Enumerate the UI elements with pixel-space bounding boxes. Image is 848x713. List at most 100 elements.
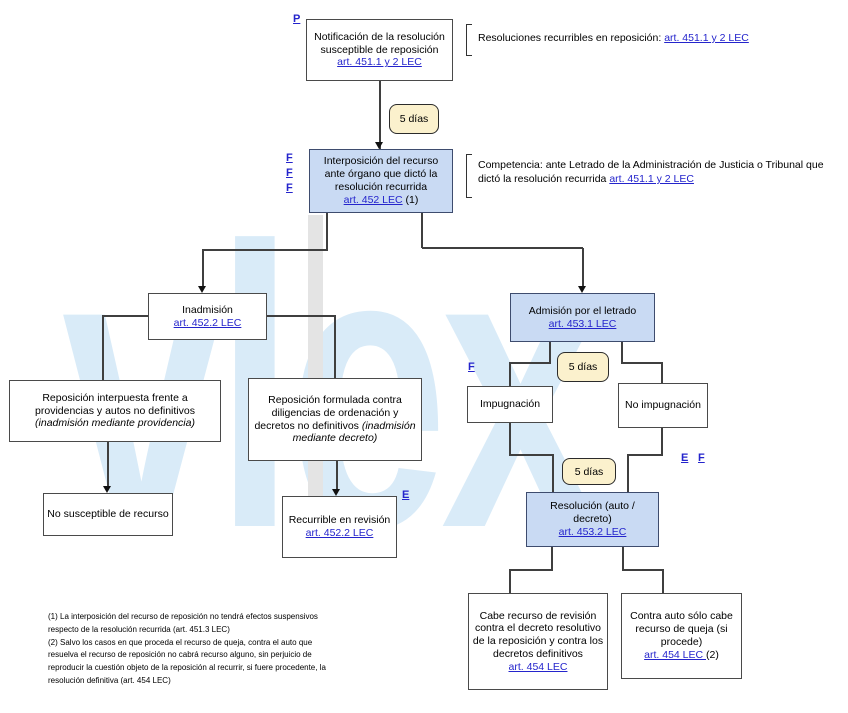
node-no-susceptible: No susceptible de recurso — [43, 493, 173, 536]
connector-line — [661, 428, 663, 456]
note-recurribles: Resoluciones recurribles en reposición: … — [478, 31, 838, 45]
connector-line — [551, 547, 553, 571]
connector-line — [509, 569, 553, 571]
node-cabe-revision-link[interactable]: art. 454 LEC — [508, 660, 568, 673]
connector-line — [549, 342, 551, 364]
arrow-down-icon — [332, 489, 340, 496]
footnote-line: (2) Salvo los casos en que proceda el re… — [48, 637, 313, 647]
node-contra-auto-link[interactable]: art. 454 LEC — [644, 648, 707, 661]
node-cabe-revision-text: Cabe recurso de revisión contra el decre… — [472, 609, 604, 660]
node-contra-auto-text: Contra auto sólo cabe recurso de queja (… — [630, 610, 733, 648]
node-reposicion-decretos: Reposición formulada contra diligencias … — [248, 378, 422, 461]
footnote-line: reproducir la cuestión objeto de la repo… — [48, 663, 326, 673]
badge-5-dias-2: 5 días — [557, 352, 609, 382]
node-recurrible-link[interactable]: art. 452.2 LEC — [305, 527, 374, 539]
badge-5-dias-1: 5 días — [389, 104, 439, 134]
link-f-3[interactable]: F — [286, 182, 293, 194]
node-contra-auto: Contra auto sólo cabe recurso de queja (… — [621, 593, 742, 679]
connector-line — [509, 454, 554, 456]
connector-line — [326, 213, 328, 250]
link-f-2[interactable]: F — [286, 167, 293, 179]
bracket-shape — [466, 154, 472, 198]
footnote-line: (1) La interposición del recurso de repo… — [48, 612, 318, 621]
footnote-line: respecto de la resolución recurrida (art… — [48, 624, 230, 634]
connector-line — [422, 247, 583, 249]
connector-line — [421, 213, 423, 248]
connector-line — [622, 569, 664, 571]
connector-line — [621, 362, 663, 364]
node-reposicion-providencias: Reposición interpuesta frente a providen… — [9, 380, 221, 442]
node-cabe-revision: Cabe recurso de revisión contra el decre… — [468, 593, 608, 690]
node-no-impugnacion: No impugnación — [618, 383, 708, 428]
node-recurrible-text: Recurrible en revisión — [288, 514, 391, 527]
connector-line — [662, 570, 664, 593]
note-recurribles-link[interactable]: art. 451.1 y 2 LEC — [664, 32, 749, 44]
arrow-down-icon — [103, 486, 111, 493]
connector-line — [336, 461, 338, 489]
link-p[interactable]: P — [293, 13, 301, 25]
arrow-down-icon — [375, 142, 383, 149]
node-reposicion-decretos-text: Reposición formulada contra diligencias … — [252, 394, 418, 445]
note-recurribles-text: Resoluciones recurribles en reposición: — [478, 32, 665, 44]
connector-line — [552, 455, 554, 492]
connector-line — [622, 547, 624, 571]
node-notificacion-link[interactable]: art. 451.1 y 2 LEC — [337, 56, 422, 69]
node-resolucion-text: Resolución (auto / decreto) — [550, 500, 635, 526]
connector-line — [102, 315, 148, 317]
connector-line — [627, 454, 663, 456]
node-recurrible: Recurrible en revisión art. 452.2 LEC — [282, 496, 397, 558]
connector-line — [379, 81, 381, 149]
node-inadmision-text: Inadmisión — [182, 303, 233, 316]
connector-line — [107, 442, 109, 486]
node-reposicion-decretos-main: Reposición formulada contra diligencias … — [254, 393, 402, 432]
node-reposicion-decretos-italic: (inadmisión mediante decreto) — [292, 419, 416, 445]
node-resolucion: Resolución (auto / decreto) art. 453.2 L… — [526, 492, 659, 547]
bracket-shape — [466, 24, 472, 56]
node-interposicion-link[interactable]: art. 452 LEC — [343, 193, 403, 206]
node-notificacion-text: Notificación de la resolución susceptibl… — [314, 30, 445, 56]
footnote-line: resuelva el recurso de reposición no cab… — [48, 650, 312, 660]
connector-line — [661, 363, 663, 383]
connector-line — [509, 570, 511, 593]
link-e-resolucion[interactable]: E — [681, 452, 689, 464]
footnotes: (1) La interposición del recurso de repo… — [48, 611, 393, 688]
connector-line — [267, 315, 336, 317]
connector-line — [509, 423, 511, 456]
node-admision-text: Admisión por el letrado — [528, 304, 637, 317]
connector-line — [509, 363, 511, 386]
node-admision-link[interactable]: art. 453.1 LEC — [548, 317, 617, 330]
note-competencia: Competencia: ante Letrado de la Administ… — [478, 158, 846, 186]
connector-line — [102, 316, 104, 380]
node-interposicion-linkline: art. 452 LEC (1) — [344, 194, 419, 207]
note-competencia-link[interactable]: art. 451.1 y 2 LEC — [609, 173, 694, 186]
node-reposicion-providencias-italic: (inadmisión mediante providencia) — [35, 417, 195, 430]
connector-line — [202, 250, 204, 286]
arrow-down-icon — [198, 286, 206, 293]
link-f-resolucion[interactable]: F — [698, 452, 705, 464]
badge-5-dias-3: 5 días — [562, 458, 616, 485]
footnote-line: resolución definitiva (art. 454 LEC) — [48, 675, 171, 685]
node-impugnacion: Impugnación — [467, 386, 553, 423]
connector-line — [621, 342, 623, 364]
node-notificacion: Notificación de la resolución susceptibl… — [306, 19, 453, 81]
node-inadmision-link[interactable]: art. 452.2 LEC — [173, 316, 242, 329]
node-reposicion-providencias-text: Reposición interpuesta frente a providen… — [13, 392, 217, 430]
note-competencia-text: Competencia: ante Letrado de la Administ… — [478, 159, 824, 186]
link-e-recurrible[interactable]: E — [402, 489, 410, 501]
arrow-down-icon — [578, 286, 586, 293]
connector-line — [202, 249, 328, 251]
connector-line — [582, 248, 584, 286]
node-inadmision: Inadmisión art. 452.2 LEC — [148, 293, 267, 340]
connector-line — [334, 316, 336, 378]
node-interposicion: Interposición del recurso ante órgano qu… — [309, 149, 453, 213]
node-admision: Admisión por el letrado art. 453.1 LEC — [510, 293, 655, 342]
footnote-ref-2: (2) — [706, 648, 719, 661]
connector-line — [509, 362, 551, 364]
link-f-1[interactable]: F — [286, 152, 293, 164]
node-interposicion-text: Interposición del recurso ante órgano qu… — [323, 155, 439, 193]
node-resolucion-link[interactable]: art. 453.2 LEC — [558, 525, 627, 538]
connector-line — [627, 455, 629, 492]
footnote-ref-1: (1) — [405, 193, 419, 206]
link-f-impugnacion[interactable]: F — [468, 361, 475, 373]
